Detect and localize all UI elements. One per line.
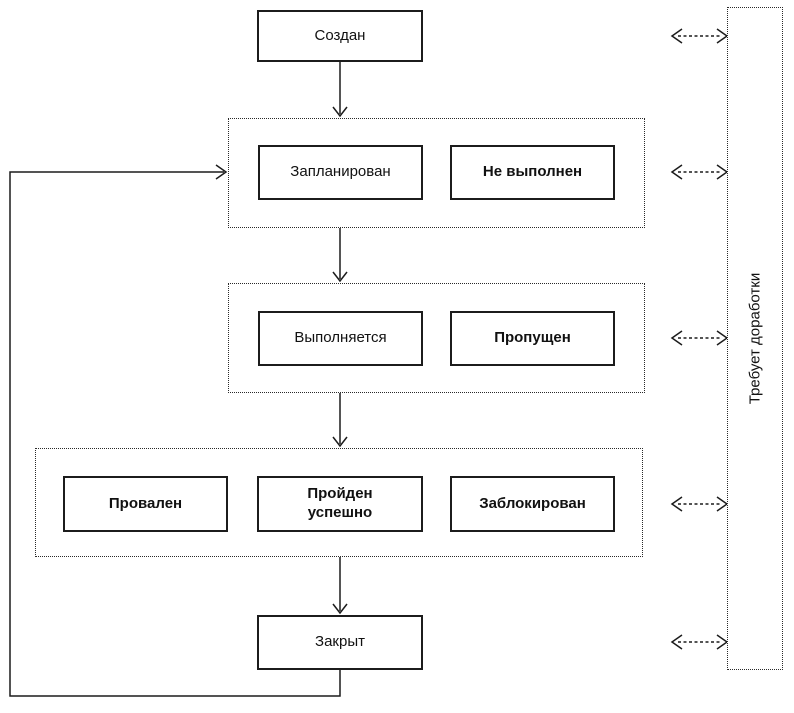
node-executing-label: Выполняется [294,329,387,347]
arrow-executing-to-result-group [332,393,348,448]
dashed-arrow-result-rework [670,496,729,512]
group-executing [228,283,645,393]
arrow-created-to-scheduled-group [332,62,348,118]
node-closed: Закрыт [257,615,423,670]
node-not-executed-label: Не выполнен [482,163,583,181]
arrow-result-to-closed [332,557,348,615]
node-not-executed: Не выполнен [450,145,615,200]
node-scheduled: Запланирован [258,145,423,200]
group-result [35,448,643,557]
node-created: Создан [257,10,423,62]
node-rework-label: Требует доработки [746,272,764,405]
node-failed-label: Провален [108,494,183,512]
node-created-label: Создан [314,26,366,44]
node-failed: Провален [63,476,228,532]
node-executing: Выполняется [258,311,423,366]
node-passed-label: Пройден успешно [307,485,373,521]
group-scheduled [228,118,645,228]
dashed-arrow-scheduled-rework [670,164,729,180]
node-blocked: Заблокирован [450,476,615,532]
dashed-arrow-executing-rework [670,330,729,346]
node-scheduled-label: Запланирован [290,163,391,181]
node-closed-label: Закрыт [315,633,365,651]
node-skipped-label: Пропущен [494,329,571,347]
arrow-scheduled-to-executing-group [332,228,348,283]
dashed-arrow-closed-rework [670,634,729,650]
node-passed: Пройден успешно [257,476,423,532]
node-blocked-label: Заблокирован [479,494,586,512]
node-skipped: Пропущен [450,311,615,366]
node-rework: Требует доработки [727,7,783,670]
dashed-arrow-created-rework [670,28,729,44]
